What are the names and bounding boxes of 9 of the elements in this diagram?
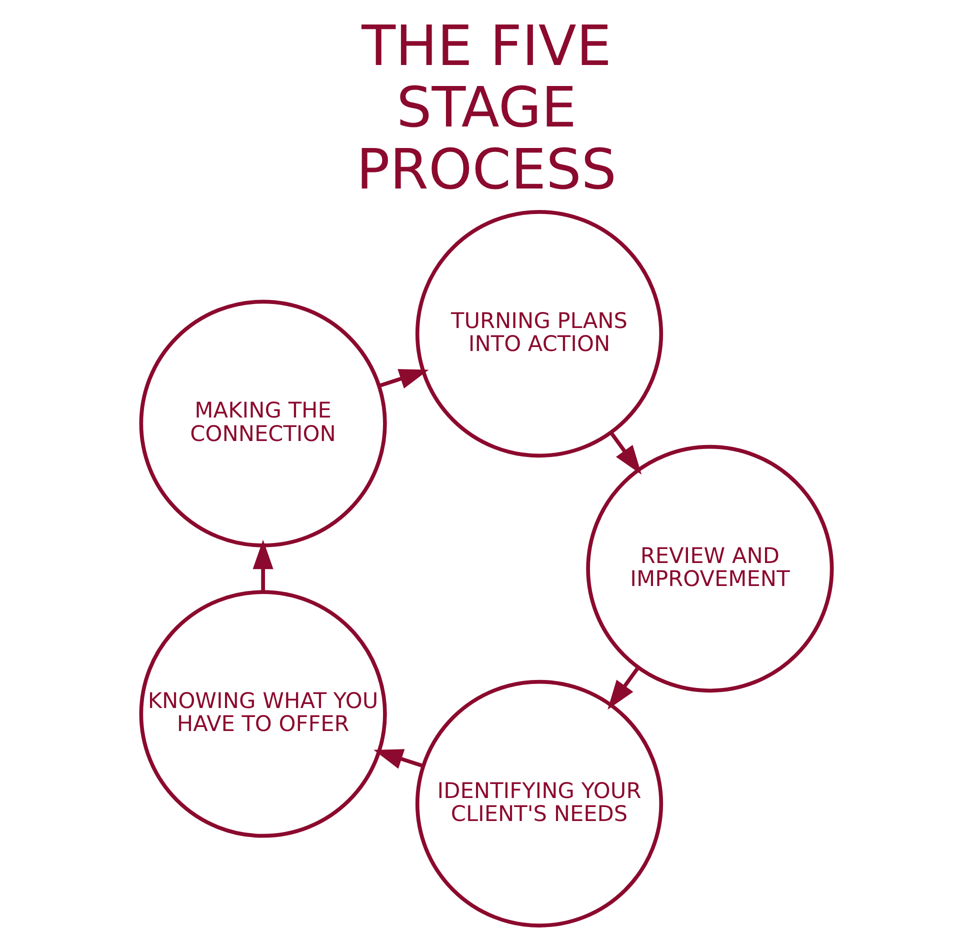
- node-circle: TURNING PLANS INTO ACTION: [415, 210, 664, 458]
- node-circle: MAKING THE CONNECTION: [139, 300, 387, 548]
- arrow: [378, 369, 429, 389]
- arrow: [610, 432, 642, 475]
- arrow: [374, 749, 424, 769]
- diagram-title: THE FIVE STAGE PROCESS: [356, 14, 617, 202]
- node-circle: KNOWING WHAT YOU HAVE TO OFFER: [139, 590, 387, 838]
- arrow: [608, 666, 640, 710]
- arrow: [252, 540, 274, 592]
